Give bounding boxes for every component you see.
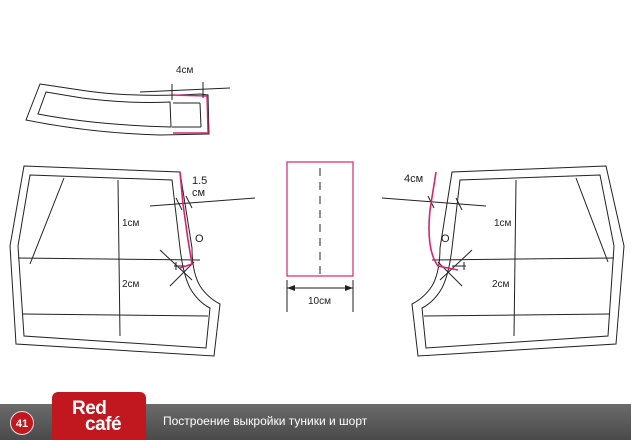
logo-line-red: Red	[72, 398, 107, 419]
front-2cm-label: 2см	[122, 279, 140, 290]
front-inner-contour	[17, 174, 211, 349]
back-1cm-label: 1см	[494, 218, 512, 229]
waistband-inner	[37, 91, 172, 128]
logo-line-cafe: café	[85, 414, 122, 435]
front-point-o-label: О	[195, 233, 204, 245]
back-point-o-label: О	[441, 233, 450, 245]
back-side-guide	[381, 197, 487, 207]
front-outer-contour	[9, 165, 221, 357]
side-offset-unit: см	[192, 187, 205, 199]
waistband-outer	[25, 83, 210, 136]
belt-dimension-line	[139, 87, 231, 93]
belt-width-label: 4см	[176, 65, 194, 76]
front-shorts-pattern	[9, 165, 256, 357]
back-side-seam-accent	[428, 171, 459, 271]
back-shorts-pattern	[381, 165, 625, 357]
waistband-pattern	[25, 82, 231, 136]
back-outer-contour	[411, 165, 625, 357]
footer-title: Построение выкройки туники и шорт	[163, 414, 368, 428]
waistband-extension	[171, 94, 209, 134]
pocket-rectangle	[286, 161, 354, 277]
brand-logo: Red café	[52, 392, 146, 440]
back-side-offset-label: 4см	[404, 173, 423, 185]
front-side-seam-accent	[179, 171, 193, 269]
pocket-width-label: 10см	[308, 296, 331, 307]
page-number-badge: 41	[10, 411, 34, 435]
front-1cm-label: 1см	[122, 218, 140, 229]
front-side-guide	[149, 197, 256, 207]
back-inner-contour	[421, 174, 615, 349]
back-2cm-label: 2см	[492, 279, 510, 290]
pocket-pattern	[286, 161, 354, 312]
side-offset-value: 1.5	[192, 175, 207, 187]
